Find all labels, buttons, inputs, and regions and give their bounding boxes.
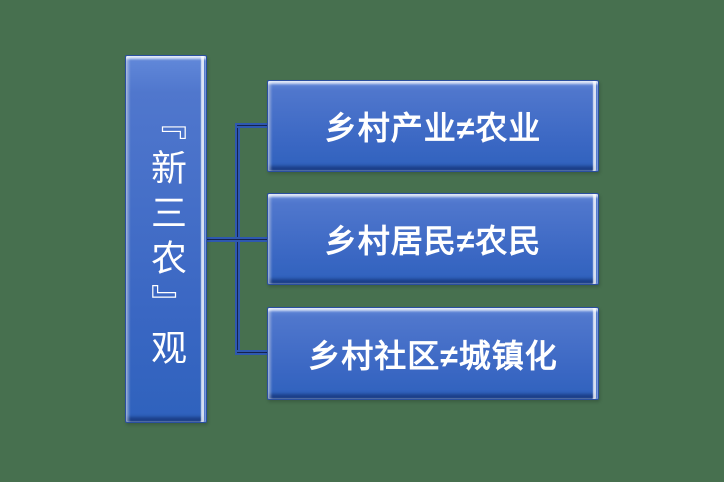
- root-node-label: 『新三农』观: [146, 104, 187, 374]
- connector-root-to-trunk: [205, 237, 267, 242]
- branch-node-1-label: 乡村产业≠农业: [324, 110, 542, 146]
- connector-branch-1: [237, 123, 267, 128]
- branch-node-2: 乡村居民≠农民: [267, 193, 599, 285]
- branch-node-3-label: 乡村社区≠城镇化: [308, 337, 558, 374]
- connector-branch-3: [237, 350, 267, 355]
- root-node: 『新三农』观: [125, 55, 207, 423]
- branch-node-1: 乡村产业≠农业: [267, 80, 599, 172]
- branch-node-3: 乡村社区≠城镇化: [267, 307, 599, 400]
- branch-node-2-label: 乡村居民≠农民: [324, 223, 542, 259]
